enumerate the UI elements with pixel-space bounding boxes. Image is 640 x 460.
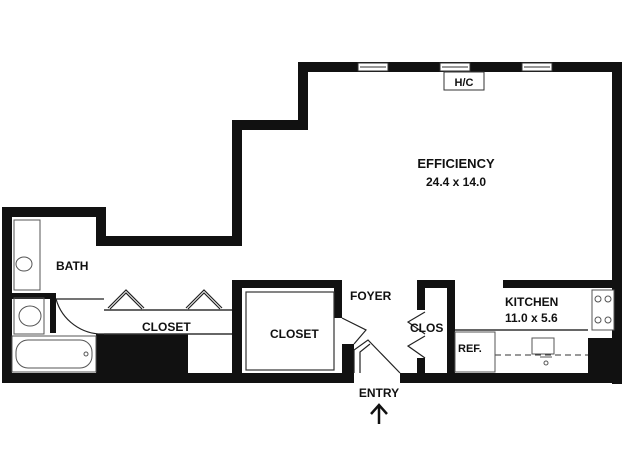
hc-label: H/C (455, 77, 474, 89)
interior-walls (2, 280, 622, 383)
kitchen-dims: 11.0 x 5.6 (505, 311, 558, 325)
kitchen-label: KITCHEN (505, 295, 558, 309)
foyer-label: FOYER (350, 289, 392, 303)
clos-label: CLOS (410, 321, 443, 335)
entry-arrow-icon (370, 403, 388, 424)
closet-bifold-doors (107, 289, 223, 310)
entry-door (353, 339, 401, 374)
entry-label: ENTRY (359, 386, 399, 400)
efficiency-dims: 24.4 x 14.0 (426, 175, 486, 189)
bathtub-icon (11, 335, 97, 373)
clos-doors (406, 311, 426, 359)
closet-left-label: CLOSET (142, 320, 191, 334)
efficiency-label: EFFICIENCY (417, 156, 495, 171)
windows (357, 62, 553, 72)
center-closet-door (341, 317, 367, 345)
sink-icon (15, 256, 33, 272)
bath-fixtures (11, 219, 105, 373)
fridge-icon (454, 331, 496, 373)
hc-unit (443, 71, 485, 91)
ref-label: REF. (458, 343, 482, 355)
stove-icon (591, 289, 615, 331)
kitchen-fixtures (454, 289, 615, 373)
closet-center-label: CLOSET (270, 327, 319, 341)
toilet-icon (18, 305, 42, 327)
kitchen-sink-icon (531, 337, 555, 355)
bath-label: BATH (56, 259, 88, 273)
